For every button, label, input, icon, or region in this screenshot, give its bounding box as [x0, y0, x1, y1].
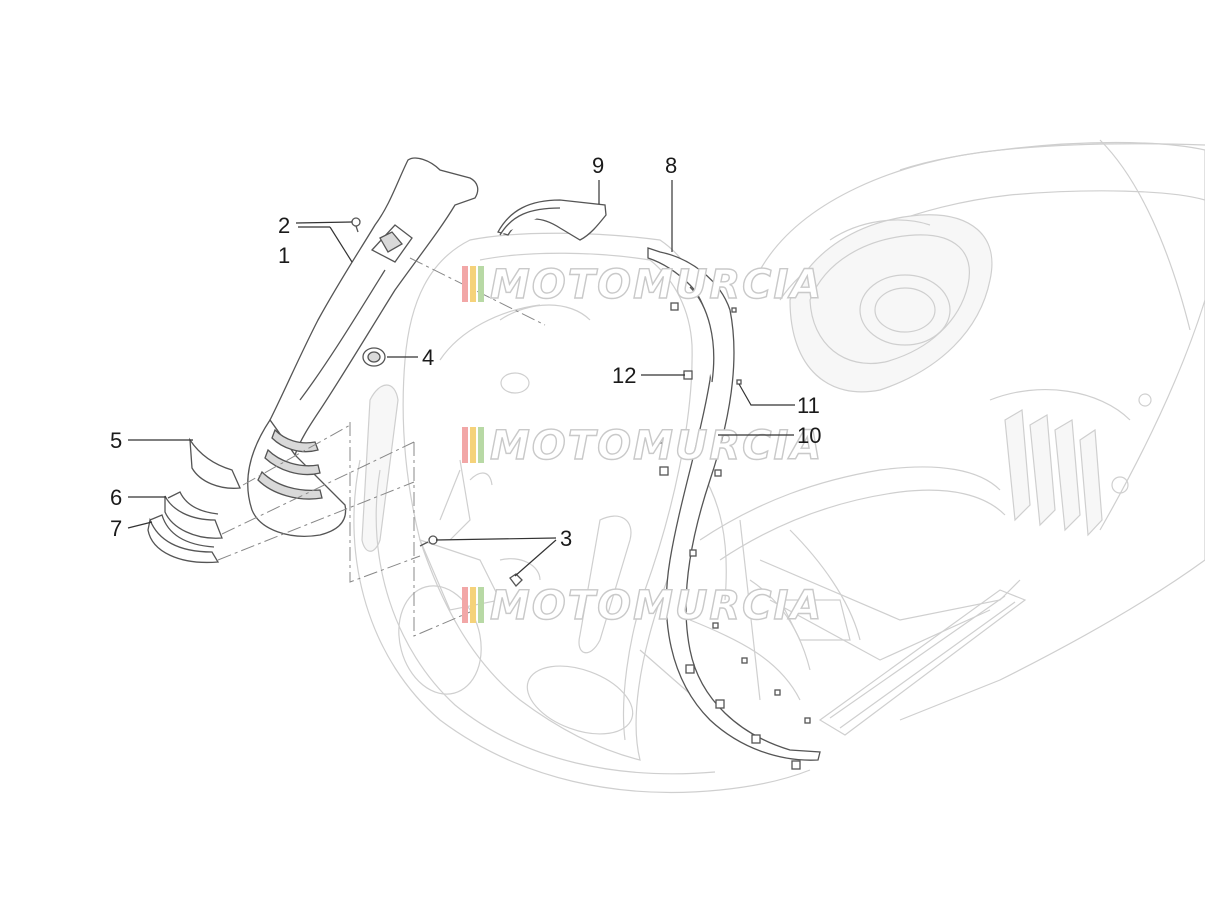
watermark-stripe: [462, 587, 468, 623]
assembly-lines: [217, 257, 546, 637]
watermark-text: MOTOMURCIA: [490, 583, 823, 629]
part-grille-7: [147, 514, 220, 564]
callout-5: 5: [110, 428, 122, 453]
watermark-stripe: [478, 427, 484, 463]
callout-10: 10: [797, 423, 821, 448]
part-grommet: [362, 347, 386, 367]
watermark-stripe: [470, 587, 476, 623]
part-edge-trim: [647, 247, 821, 761]
watermark-text: MOTOMURCIA: [490, 262, 823, 308]
watermark-stripe: [462, 266, 468, 302]
callout-4: 4: [422, 345, 434, 370]
part-clips: [659, 302, 811, 770]
scooter-body-ghost: [639, 139, 1205, 736]
callout-3: 3: [560, 526, 572, 551]
watermark-stripe: [470, 427, 476, 463]
part-grille-5: [189, 437, 241, 489]
callout-7: 7: [110, 516, 122, 541]
callout-2: 2: [278, 213, 290, 238]
part-grille-6: [164, 491, 223, 539]
watermark-stripe: [470, 266, 476, 302]
leg-shield-ghost: [353, 232, 811, 794]
part-bolts: [419, 535, 523, 587]
watermark-2: MOTOMURCIA: [462, 422, 823, 470]
part-horn-cover: [247, 157, 479, 537]
part-upper-trim: [497, 199, 607, 241]
watermark-text: MOTOMURCIA: [490, 423, 823, 469]
watermark-3: MOTOMURCIA: [462, 582, 823, 630]
callout-1: 1: [278, 243, 290, 268]
leader-lines: [127, 180, 795, 577]
watermark-stripe: [462, 427, 468, 463]
watermark-stripe: [478, 266, 484, 302]
watermark-1: MOTOMURCIA: [462, 261, 823, 309]
callout-11: 11: [797, 393, 820, 418]
callout-9: 9: [592, 153, 604, 178]
callout-labels: 2 1 4 5 6 7 9 8 12 11 10 3: [110, 153, 821, 551]
watermark-stripe: [478, 587, 484, 623]
callout-8: 8: [665, 153, 677, 178]
callout-6: 6: [110, 485, 122, 510]
callout-12: 12: [612, 363, 636, 388]
part-screw: [351, 217, 361, 233]
